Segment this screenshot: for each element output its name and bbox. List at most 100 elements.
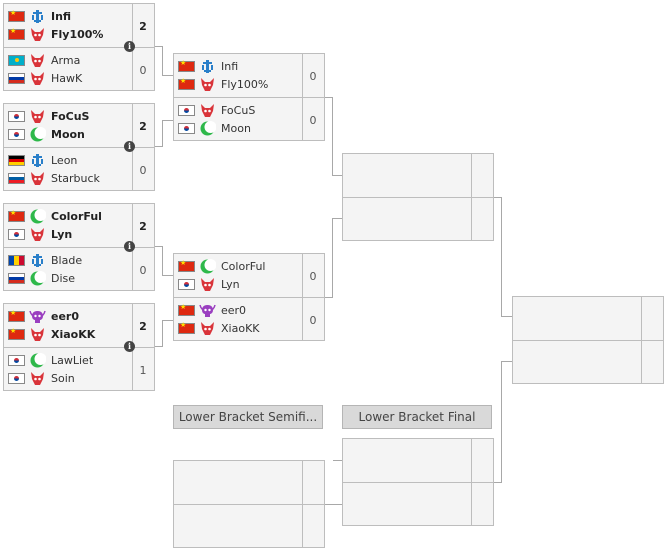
team-separator: [343, 482, 493, 483]
player-name: HawK: [51, 72, 83, 85]
nightelf-race-icon: [29, 270, 47, 287]
connector-line: [324, 504, 344, 505]
match-info-icon[interactable]: i: [124, 341, 135, 352]
player-row[interactable]: HawK: [4, 68, 128, 90]
orc-race-icon: [199, 276, 216, 293]
player-name: Fly100%: [51, 28, 104, 41]
player-row[interactable]: Starbuck: [4, 168, 128, 190]
connector-line: [501, 361, 502, 483]
player-row[interactable]: Leon: [4, 150, 128, 172]
flag-kr-icon: [8, 355, 25, 366]
team-separator: [174, 504, 324, 505]
match-lower-semifinal-empty: [173, 460, 325, 548]
player-name: ColorFul: [221, 260, 266, 273]
connector-line: [332, 218, 333, 298]
flag-de-icon: [8, 155, 25, 166]
human-race-icon: [29, 8, 46, 25]
player-row[interactable]: Arma: [4, 50, 128, 72]
connector-line: [332, 175, 344, 176]
player-row[interactable]: Lyn: [4, 224, 128, 246]
player-row[interactable]: Infi: [174, 56, 298, 78]
flag-cn-icon: [8, 9, 25, 22]
player-name: Infi: [221, 60, 239, 73]
team-separator: [4, 147, 154, 148]
flag-cn-icon: [8, 209, 25, 222]
connector-line: [332, 97, 333, 176]
flag-kr-icon: [178, 123, 195, 134]
flag-cn-icon: [8, 309, 25, 322]
player-row[interactable]: FoCuS: [174, 100, 298, 122]
team-score: 0: [309, 270, 317, 283]
flag-kr-icon: [178, 105, 195, 116]
player-row[interactable]: XiaoKK: [174, 318, 298, 340]
player-name: Infi: [51, 10, 72, 23]
player-row[interactable]: XiaoKK: [4, 324, 128, 346]
player-name: Moon: [51, 128, 85, 141]
team-separator: [4, 247, 154, 248]
connector-line: [333, 460, 344, 461]
flag-cn-icon: [178, 321, 195, 334]
player-row[interactable]: Moon: [174, 118, 298, 140]
player-row[interactable]: LawLiet: [4, 350, 128, 372]
flag-cn-icon: [8, 27, 25, 40]
player-name: Blade: [51, 254, 83, 267]
player-name: Moon: [221, 122, 251, 135]
player-row[interactable]: Lyn: [174, 274, 298, 296]
flag-kr-icon: [8, 129, 25, 140]
player-name: FoCuS: [221, 104, 256, 117]
player-row[interactable]: ColorFul: [174, 256, 298, 278]
connector-line: [494, 482, 502, 483]
orc-race-icon: [29, 226, 46, 243]
player-row[interactable]: Blade: [4, 250, 128, 272]
player-row[interactable]: eer0: [4, 306, 128, 328]
connector-line: [162, 46, 163, 76]
connector-line: [162, 320, 174, 321]
team-score: 2: [139, 320, 147, 333]
team-score: 2: [139, 220, 147, 233]
flag-kr-icon: [8, 373, 25, 384]
player-name: Lyn: [51, 228, 73, 241]
connector-line: [155, 246, 163, 247]
player-row[interactable]: ColorFul: [4, 206, 128, 228]
flag-kz-icon: [8, 55, 25, 66]
connector-line: [162, 246, 163, 276]
team-score: 2: [139, 20, 147, 33]
nightelf-race-icon: [29, 126, 47, 143]
match-info-icon[interactable]: i: [124, 41, 135, 52]
team-score: 0: [309, 114, 317, 127]
player-row[interactable]: eer0: [174, 300, 298, 322]
match-info-icon[interactable]: i: [124, 241, 135, 252]
player-row[interactable]: Fly100%: [174, 74, 298, 96]
orc-race-icon: [29, 326, 46, 343]
match-upper-final-empty: [342, 153, 494, 241]
human-race-icon: [29, 252, 46, 269]
orc-race-icon: [199, 320, 216, 337]
team-separator: [4, 47, 154, 48]
player-row[interactable]: Fly100%: [4, 24, 128, 46]
player-name: Arma: [51, 54, 81, 67]
player-name: eer0: [221, 304, 247, 317]
connector-line: [501, 316, 514, 317]
player-row[interactable]: Dise: [4, 268, 128, 290]
match-info-icon[interactable]: i: [124, 141, 135, 152]
team-score: 0: [309, 314, 317, 327]
nightelf-race-icon: [199, 258, 217, 275]
player-row[interactable]: Infi: [4, 6, 128, 28]
connector-line: [162, 320, 163, 347]
connector-line: [501, 361, 514, 362]
player-name: Starbuck: [51, 172, 100, 185]
team-separator: [513, 340, 663, 341]
player-name: XiaoKK: [221, 322, 260, 335]
player-name: Fly100%: [221, 78, 269, 91]
player-row[interactable]: Moon: [4, 124, 128, 146]
match-lower-final-empty: [342, 438, 494, 526]
flag-kr-icon: [8, 111, 25, 122]
team-score: 0: [139, 164, 147, 177]
connector-line: [162, 75, 174, 76]
connector-line: [494, 197, 502, 198]
player-row[interactable]: Soin: [4, 368, 128, 390]
team-separator: [174, 97, 324, 98]
team-separator: [343, 197, 493, 198]
player-row[interactable]: FoCuS: [4, 106, 128, 128]
